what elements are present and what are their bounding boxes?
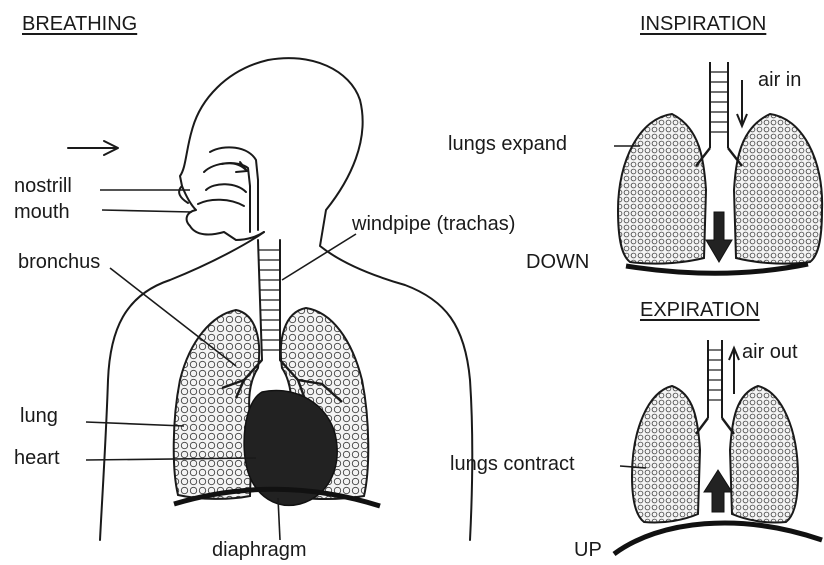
nostril-label: nostrill	[14, 176, 72, 196]
expiration-title: EXPIRATION	[640, 300, 760, 320]
air-in-label: air in	[758, 70, 801, 90]
air-out-label: air out	[742, 342, 798, 362]
lungs-expand-label: lungs expand	[448, 134, 567, 154]
diaphragm-label: diaphragm	[212, 540, 307, 560]
mouth-label: mouth	[14, 202, 70, 222]
breathing-title: BREATHING	[22, 14, 137, 34]
inspiration-diagram	[614, 62, 822, 273]
lungs-contract-label: lungs contract	[450, 454, 575, 474]
up-label: UP	[574, 540, 602, 560]
lung-label: lung	[20, 406, 58, 426]
heart-label: heart	[14, 448, 60, 468]
windpipe-label: windpipe (trachas)	[352, 214, 515, 234]
inspiration-title: INSPIRATION	[640, 14, 766, 34]
down-label: DOWN	[526, 252, 589, 272]
bronchus-label: bronchus	[18, 252, 100, 272]
expiration-diagram	[614, 340, 822, 554]
left-lung	[174, 310, 259, 499]
